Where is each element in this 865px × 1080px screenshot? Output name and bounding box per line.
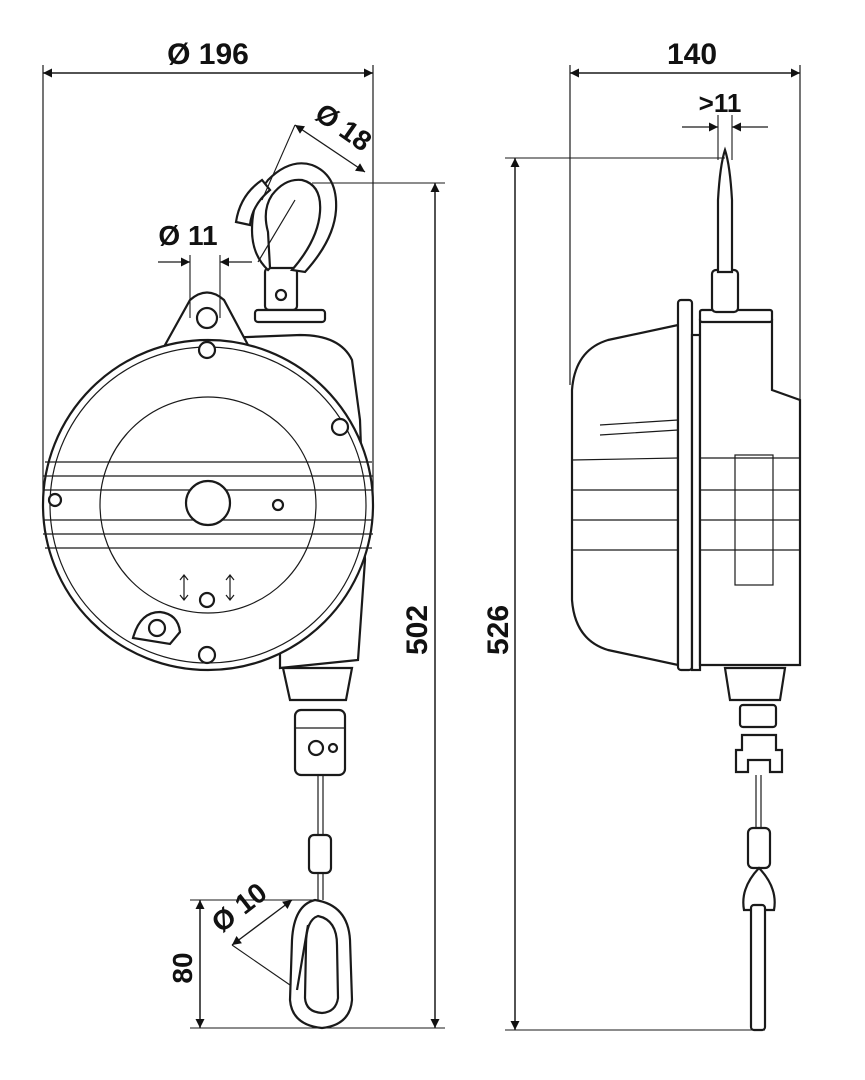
hook-latch-spring <box>257 199 296 263</box>
screw <box>330 417 350 437</box>
dim-hook-diameter: Ø 18 <box>310 97 378 157</box>
side-stopper <box>738 703 778 729</box>
snap-hook-inner <box>303 914 340 1015</box>
extension-line <box>231 944 291 986</box>
side-stopper-clip <box>734 733 784 774</box>
bottom-lug-hole <box>147 618 167 638</box>
side-top-pin <box>716 146 734 274</box>
screw <box>271 498 285 512</box>
dimension-line <box>231 899 293 946</box>
cable-outlet <box>281 666 354 702</box>
cable-ferrule <box>307 833 333 875</box>
snap-hook-gate <box>295 924 310 991</box>
side-cable-outlet <box>723 666 787 702</box>
adjust-arrow-icon <box>225 574 235 601</box>
dimension-line <box>294 124 366 173</box>
cable-stopper-screw <box>307 739 325 757</box>
screw <box>197 645 217 665</box>
dim-overall-diameter: Ø 196 <box>167 38 249 71</box>
side-flange-inner <box>690 333 702 672</box>
adjust-arrow-icon <box>179 574 189 601</box>
hook-pin <box>274 288 288 302</box>
screw <box>197 340 217 360</box>
side-slot <box>599 419 679 436</box>
side-flange <box>676 298 694 672</box>
drum-inner-hub <box>99 396 317 614</box>
side-main-housing <box>698 318 802 667</box>
cable-stopper-screw <box>327 742 339 754</box>
side-cable-channel <box>734 454 774 586</box>
dim-total-height-front: 502 <box>401 605 434 655</box>
dim-top-pin: >11 <box>699 88 742 118</box>
screw <box>47 492 63 508</box>
drum-center-hole <box>184 479 232 527</box>
dim-snap-hook-length: 80 <box>167 952 198 983</box>
front-view <box>41 162 375 1030</box>
mounting-lug-hole <box>195 306 219 330</box>
side-back-cover <box>570 323 680 667</box>
dim-snap-hook-diameter: Ø 10 <box>206 877 273 939</box>
side-cable-ferrule <box>746 826 772 870</box>
hook-base-collar <box>253 308 327 324</box>
side-rib <box>571 457 679 461</box>
side-view-dimensions: 140 >11 526 <box>482 38 801 1031</box>
side-view <box>570 146 802 1032</box>
screw <box>198 591 216 609</box>
hook-latch <box>234 178 272 227</box>
side-snap-hook-eye <box>742 866 776 912</box>
dim-total-height-side: 526 <box>482 605 515 655</box>
front-view-dimensions: Ø 196 Ø 18 Ø 11 502 80 Ø 10 <box>42 38 445 1029</box>
side-hook-shank <box>710 268 740 314</box>
dim-depth: 140 <box>667 38 717 71</box>
side-snap-hook-body <box>749 903 767 1032</box>
dim-eye-hole: Ø 11 <box>158 220 217 251</box>
extension-line <box>261 124 296 201</box>
top-hook <box>250 162 338 274</box>
